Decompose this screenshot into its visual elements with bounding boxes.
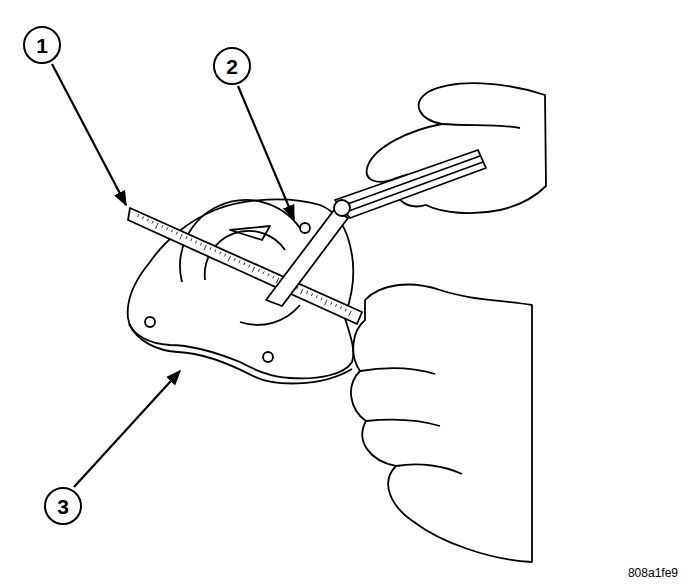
- scale-tick: [186, 236, 187, 239]
- scale-tick: [306, 291, 307, 294]
- bolt-hole: [145, 317, 155, 327]
- scale-tick: [316, 295, 317, 298]
- scale-tick: [204, 245, 207, 250]
- hand-line: [366, 420, 440, 426]
- plate-ring: [240, 305, 300, 325]
- scale-tick: [162, 225, 163, 228]
- scale-tick: [180, 234, 183, 239]
- callout-number: 2: [226, 56, 238, 77]
- scale-tick: [268, 273, 269, 276]
- callout-circle: 1: [23, 26, 61, 64]
- scale-tick: [273, 276, 274, 279]
- scale-tick: [331, 302, 332, 305]
- scale-tick: [195, 241, 196, 244]
- scale-tick: [200, 243, 201, 246]
- plate-ring: [230, 226, 270, 240]
- scale-tick: [176, 232, 177, 235]
- scale-tick: [340, 306, 341, 309]
- gauge-leaf: [342, 156, 483, 212]
- scale-tick: [156, 223, 159, 228]
- scale-tick: [167, 227, 168, 230]
- callout-circle: 3: [44, 487, 82, 525]
- leader-arrow: [74, 371, 180, 487]
- gauge-pivot: [334, 200, 350, 216]
- scale-tick: [224, 254, 225, 257]
- scale-tick: [335, 304, 336, 307]
- straightedge: [128, 208, 362, 324]
- scale-tick: [258, 269, 259, 272]
- scale-tick: [249, 265, 250, 268]
- scale-tick: [263, 271, 264, 274]
- scale-tick: [228, 256, 231, 261]
- hand: [351, 285, 532, 562]
- gauge-blade: [266, 210, 348, 306]
- hand-line: [442, 124, 520, 128]
- figure-id: 808a1fe9: [628, 566, 678, 580]
- scale-tick: [147, 219, 148, 222]
- scale-tick: [300, 289, 303, 294]
- callout-number: 1: [36, 35, 48, 56]
- scale-tick: [252, 267, 255, 272]
- leader-arrow: [52, 64, 126, 205]
- scale-tick: [220, 252, 221, 255]
- plate-edge: [129, 324, 352, 383]
- scale-tick: [311, 293, 312, 296]
- callout-circle: 2: [213, 47, 251, 85]
- gauge-handle: [335, 150, 486, 218]
- scale-tick: [142, 216, 143, 219]
- scale-tick: [325, 300, 328, 305]
- scale-tick: [138, 214, 139, 217]
- callout-number: 3: [57, 496, 69, 517]
- scale-tick: [171, 230, 172, 233]
- scale-tick: [349, 311, 352, 316]
- scale-tick: [234, 258, 235, 261]
- scale-tick: [210, 247, 211, 250]
- scale-tick: [152, 221, 153, 224]
- scale-tick: [345, 309, 346, 312]
- scale-tick: [239, 260, 240, 263]
- scale-tick: [244, 263, 245, 266]
- scale-tick: [215, 249, 216, 252]
- bolt-hole: [263, 352, 273, 362]
- hand-line: [360, 368, 435, 374]
- scale-tick: [191, 238, 192, 241]
- scale-tick: [321, 298, 322, 301]
- hand-line: [396, 464, 462, 474]
- bolt-hole: [300, 223, 310, 233]
- leader-arrow: [238, 86, 294, 219]
